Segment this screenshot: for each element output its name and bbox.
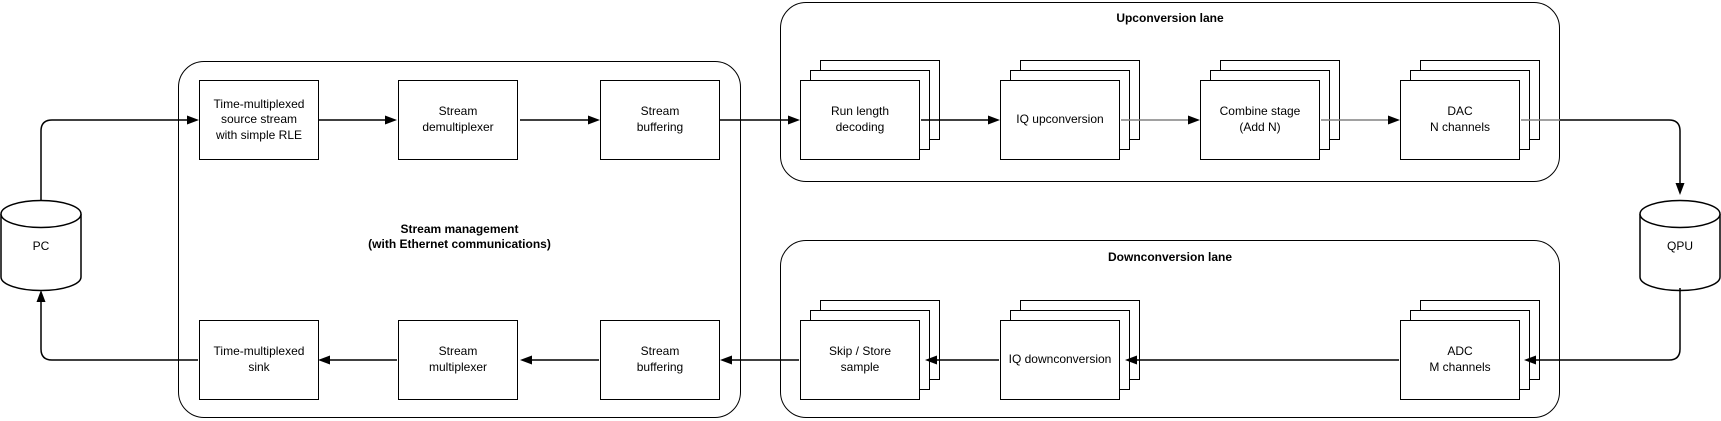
arrow-dac-to-qpu	[1560, 119, 1681, 184]
node-time-multiplexed-sink: Time-multiplexed sink	[199, 320, 319, 400]
stack-adc: ADC M channels	[1400, 300, 1540, 400]
arrowhead	[1675, 183, 1685, 195]
stack-iq-downconversion: IQ downconversion	[1000, 300, 1140, 400]
downconversion-lane-title: Downconversion lane	[1107, 250, 1233, 264]
stack-skip-store: Skip / Store sample	[800, 300, 940, 400]
node-skip-store: Skip / Store sample	[800, 320, 920, 400]
arrow-sink-to-pc	[40, 302, 198, 361]
stack-run-length-decoding: Run length decoding	[800, 60, 940, 160]
node-dac: DAC N channels	[1400, 80, 1520, 160]
node-iq-downconversion: IQ downconversion	[1000, 320, 1120, 400]
node-stream-buffering-top: Stream buffering	[600, 80, 720, 160]
node-adc: ADC M channels	[1400, 320, 1520, 400]
node-iq-upconversion: IQ upconversion	[1000, 80, 1120, 160]
stack-combine-stage: Combine stage (Add N)	[1200, 60, 1340, 160]
upconversion-lane-title: Upconversion lane	[1116, 11, 1224, 25]
stream-management-container	[178, 61, 741, 418]
node-stream-multiplexer: Stream multiplexer	[398, 320, 518, 400]
node-stream-demultiplexer: Stream demultiplexer	[398, 80, 518, 160]
arrow-pc-to-source	[40, 119, 187, 200]
stack-dac: DAC N channels	[1400, 60, 1540, 160]
pc-label: PC	[32, 239, 50, 253]
node-combine-stage: Combine stage (Add N)	[1200, 80, 1320, 160]
node-stream-buffering-bottom: Stream buffering	[600, 320, 720, 400]
arrowhead	[36, 290, 46, 302]
stream-management-title: Stream management (with Ethernet communi…	[368, 222, 551, 251]
node-run-length-decoding: Run length decoding	[800, 80, 920, 160]
qpu-label: QPU	[1666, 239, 1693, 253]
stack-iq-upconversion: IQ upconversion	[1000, 60, 1140, 160]
node-time-multiplexed-source: Time-multiplexed source stream with simp…	[199, 80, 319, 160]
upconversion-lane-container	[780, 2, 1560, 182]
